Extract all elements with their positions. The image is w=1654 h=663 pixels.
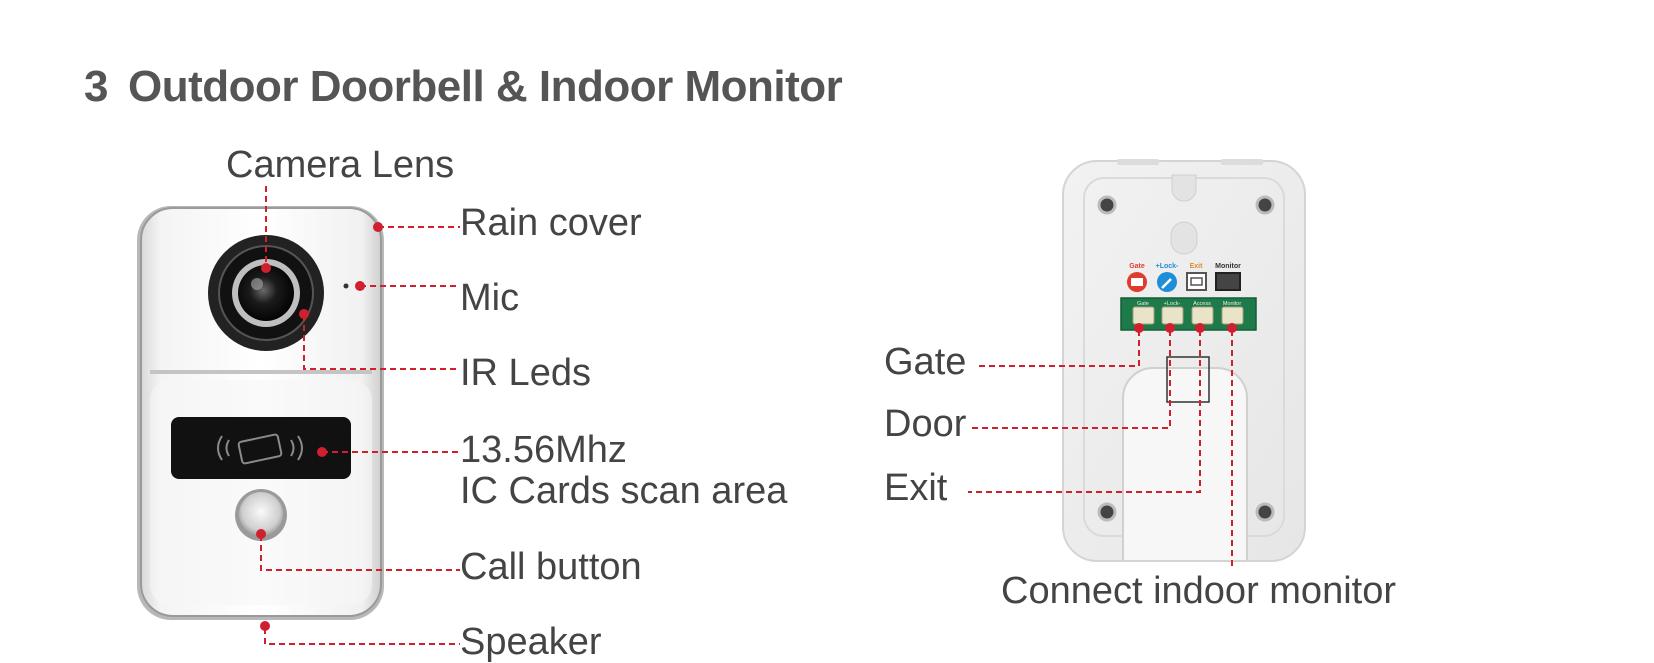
connector-access — [1191, 306, 1214, 325]
port-icon-label-gate: Gate — [1129, 263, 1145, 270]
label-mic: Mic — [460, 277, 520, 319]
terminal-label-lock: +Lock- — [1164, 301, 1181, 307]
monitor-leader-lines — [968, 330, 1233, 570]
dot-mic — [355, 281, 365, 291]
connector-monitor — [1221, 306, 1244, 325]
mount-keyhole-top — [1171, 174, 1197, 202]
mic-hole — [343, 283, 349, 289]
connector-gate — [1132, 306, 1155, 325]
exit-port-icon-glyph — [1190, 277, 1203, 286]
label-connect-indoor-monitor: Connect indoor monitor — [1001, 570, 1396, 612]
screw-top-right — [1255, 195, 1275, 215]
doorbell-leader-lines — [260, 186, 460, 645]
leader-ir-leds — [303, 315, 460, 370]
monitor-port-icon — [1215, 272, 1241, 291]
section-number: 3 — [84, 62, 108, 111]
monitor-top-clip-right — [1221, 159, 1263, 165]
leader-gate — [976, 330, 1140, 367]
label-camera-lens: Camera Lens — [226, 144, 455, 186]
camera-lens-reflection — [251, 278, 263, 290]
lock-port-icon-glyph — [1161, 278, 1172, 289]
doorbell-leader-dots — [256, 222, 383, 631]
doorbell-front — [137, 206, 384, 620]
dot-rain-cover — [373, 222, 383, 232]
dot-speaker — [260, 621, 270, 631]
terminal-label-monitor: Monitor — [1223, 301, 1242, 307]
label-ic-scan-area: IC Cards scan area — [460, 470, 788, 512]
terminal-label-gate: Gate — [1137, 301, 1149, 307]
dot-ic-card — [317, 447, 327, 457]
cable-recess — [1122, 367, 1248, 560]
port-icon-labels: Gate +Lock- Exit Monitor — [1129, 263, 1241, 270]
monitor-back: Gate +Lock- Exit Monitor Gate +Lock- Acc… — [1062, 159, 1306, 562]
cable-opening — [1166, 356, 1210, 403]
label-gate: Gate — [884, 341, 967, 383]
dot-door — [1165, 323, 1175, 333]
port-icon-label-exit: Exit — [1190, 263, 1204, 270]
leader-door — [968, 330, 1171, 429]
section-heading: Outdoor Doorbell & Indoor Monitor — [127, 62, 843, 111]
camera-lens — [238, 265, 294, 321]
dot-exit — [1195, 323, 1205, 333]
label-rain-cover: Rain cover — [460, 202, 642, 244]
terminal-labels: Gate +Lock- Access Monitor — [1137, 301, 1241, 307]
monitor-leader-dots — [1134, 323, 1237, 333]
screw-bottom-right — [1255, 502, 1275, 522]
dot-ir-leds — [299, 309, 309, 319]
gate-port-icon-glyph — [1131, 278, 1143, 286]
dot-connect-monitor — [1227, 323, 1237, 333]
monitor-top-clip-left — [1117, 159, 1159, 165]
label-door: Door — [884, 403, 967, 445]
screw-bottom-left — [1097, 502, 1117, 522]
mount-keyhole-center — [1170, 221, 1198, 255]
rfid-icon — [217, 433, 303, 465]
dot-call-button — [256, 529, 266, 539]
connector-lock — [1161, 306, 1184, 325]
label-ir-leds: IR Leds — [460, 352, 591, 394]
port-icon-label-lock: +Lock- — [1156, 263, 1179, 270]
leader-speaker — [264, 628, 460, 645]
card-reader — [171, 417, 351, 479]
call-button — [239, 492, 283, 536]
label-speaker: Speaker — [460, 621, 602, 663]
dot-gate — [1134, 323, 1144, 333]
label-ic-frequency: 13.56Mhz — [460, 429, 627, 471]
label-call-button: Call button — [460, 546, 642, 588]
leader-exit — [968, 330, 1201, 493]
leader-call-button — [260, 535, 460, 571]
port-icons — [1127, 272, 1241, 292]
terminal-label-access: Access — [1193, 301, 1211, 307]
exit-port-icon — [1186, 272, 1207, 291]
screw-top-left — [1097, 195, 1117, 215]
dot-camera-lens — [261, 263, 271, 273]
label-exit: Exit — [884, 467, 948, 509]
port-icon-label-monitor: Monitor — [1215, 263, 1241, 270]
section-title: 3 Outdoor Doorbell & Indoor Monitor — [84, 62, 843, 112]
